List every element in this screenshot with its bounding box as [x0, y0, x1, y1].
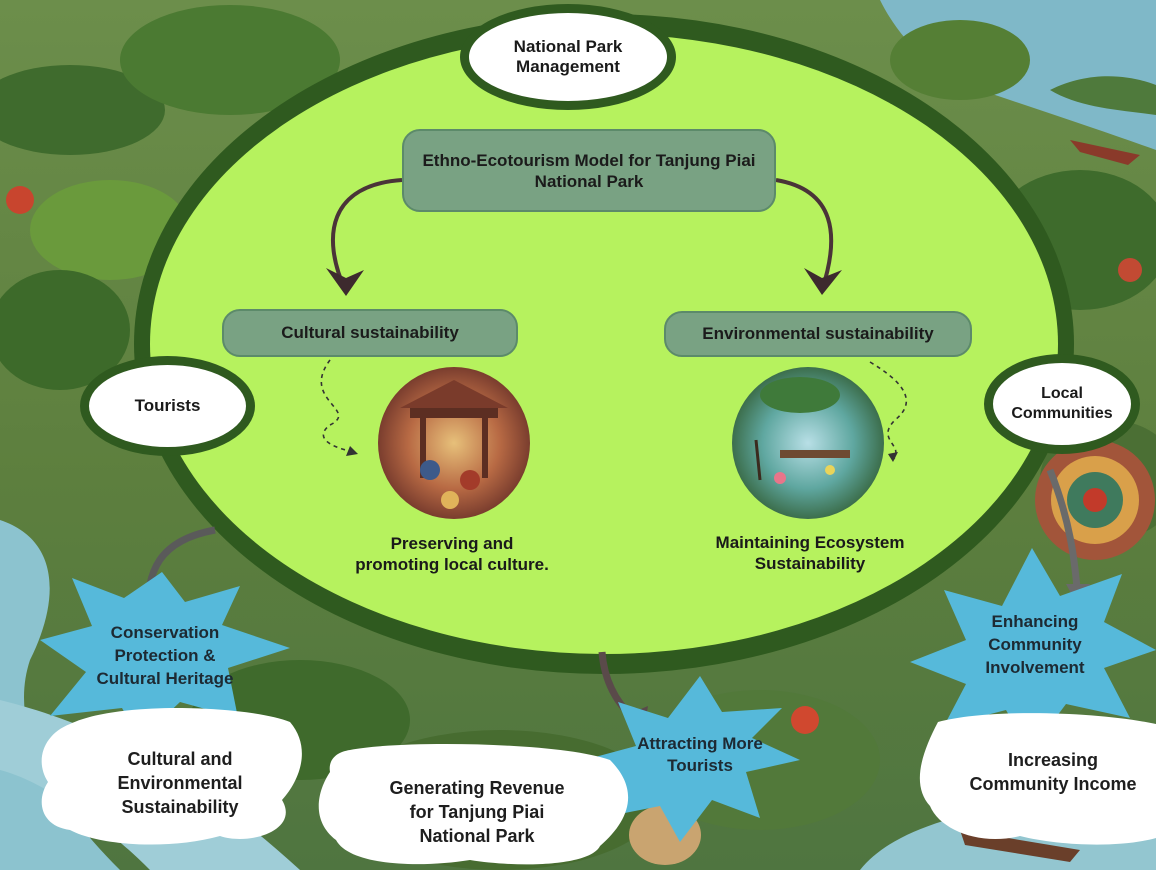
conservation-protection-label: Conservation Protection & Cultural Herit… — [96, 622, 234, 688]
environmental-picture — [732, 367, 884, 519]
outcome-clouds — [41, 707, 1156, 865]
environmental-sustainability-label: Environmental sustainability — [664, 311, 972, 357]
generating-revenue-label: Generating Revenue for Tanjung Piai Nati… — [389, 778, 565, 846]
increasing-income-label: Increasing Community Income — [969, 750, 1137, 794]
star-conservation — [40, 572, 290, 740]
tourists-node: Tourists — [80, 356, 255, 456]
attracting-tourists-label: Attracting More Tourists — [637, 734, 763, 775]
dashed-arrows — [320, 359, 908, 462]
arrow-to-cultural-head — [326, 268, 364, 296]
title-arrows — [326, 178, 842, 296]
star-attracting — [584, 676, 800, 842]
local-communities-node: Local Communities — [984, 354, 1140, 454]
model-title-box: Ethno-Ecotourism Model for Tanjung Piai … — [402, 129, 776, 212]
cloud-cultural-environmental — [41, 707, 302, 845]
arrow-to-environmental-head — [804, 268, 842, 295]
cultural-environmental-label: Cultural and Environmental Sustainabilit… — [117, 749, 243, 817]
arrow-to-cultural — [331, 178, 403, 293]
outcome-stars — [40, 548, 1156, 842]
national-park-management-node: National Park Management — [460, 4, 676, 110]
enhancing-involvement-label: Enhancing Community Involvement — [985, 611, 1085, 677]
cultural-caption: Preserving and promoting local culture. — [355, 534, 549, 574]
star-enhancing — [910, 548, 1156, 752]
environmental-caption: Maintaining Ecosystem Sustainability — [715, 533, 905, 573]
cultural-sustainability-label: Cultural sustainability — [222, 309, 518, 357]
cloud-income — [919, 713, 1156, 845]
arrow-to-environmental — [775, 178, 834, 291]
cultural-picture — [378, 367, 530, 519]
cloud-revenue — [318, 744, 629, 865]
